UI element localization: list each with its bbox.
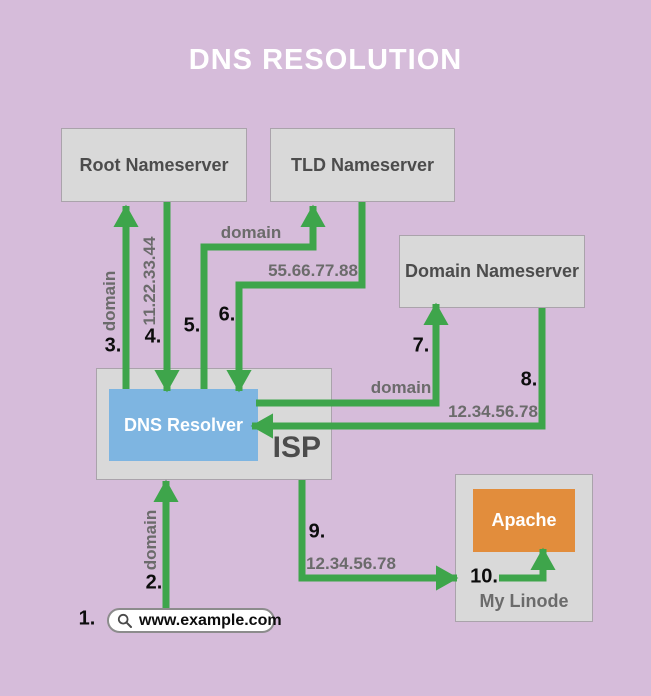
magnifier-icon [117, 613, 132, 628]
arrow-step9-isp-to-linode [298, 480, 459, 591]
step-7-number: 7. [412, 334, 430, 357]
isp-label: ISP [272, 431, 321, 464]
arrow-step5-resolver-to-tld [200, 204, 326, 389]
root-nameserver-label: Root Nameserver [79, 154, 229, 175]
step-9-ip-label: 12.34.56.78 [306, 554, 396, 573]
arrow-step8-domainns-to-resolver [250, 308, 546, 439]
arrow-step7-resolver-to-domainns [256, 302, 449, 407]
domain-nameserver-box: Domain Nameserver [399, 235, 585, 308]
search-query-text: www.example.com [139, 611, 282, 629]
root-nameserver-box: Root Nameserver [61, 128, 247, 202]
tld-nameserver-box: TLD Nameserver [270, 128, 455, 202]
step-5-domain-label: domain [220, 223, 282, 242]
step-8-ip-label: 12.34.56.78 [448, 402, 538, 421]
dns-resolver-label: DNS Resolver [123, 414, 244, 435]
browser-search-box: www.example.com [107, 608, 282, 633]
step-4-ip-label: 11.22.33.44 [140, 236, 159, 326]
step-1-number: 1. [78, 607, 96, 630]
step-6-number: 6. [218, 303, 236, 326]
step-2-number: 2. [145, 571, 163, 594]
step-3-number: 3. [104, 334, 122, 357]
my-linode-label: My Linode [479, 591, 569, 611]
step-10-number: 10. [470, 565, 498, 588]
step-3-domain-label: domain [100, 270, 119, 332]
step-4-number: 4. [144, 325, 162, 348]
apache-box: Apache [473, 489, 575, 552]
step-9-number: 9. [308, 520, 326, 543]
dns-resolver-box: DNS Resolver [109, 389, 258, 461]
arrow-step6-tld-to-resolver [226, 202, 366, 393]
step-2-domain-label: domain [141, 509, 160, 571]
step-6-ip-label: 55.66.77.88 [268, 261, 358, 280]
apache-label: Apache [491, 510, 557, 530]
tld-nameserver-label: TLD Nameserver [290, 154, 435, 175]
diagram-title: DNS RESOLUTION [188, 44, 463, 76]
step-8-number: 8. [520, 368, 538, 391]
step-5-number: 5. [183, 314, 201, 337]
step-7-domain-label: domain [370, 378, 432, 397]
domain-nameserver-label: Domain Nameserver [404, 261, 580, 281]
arrow-step10-to-apache [499, 547, 556, 582]
